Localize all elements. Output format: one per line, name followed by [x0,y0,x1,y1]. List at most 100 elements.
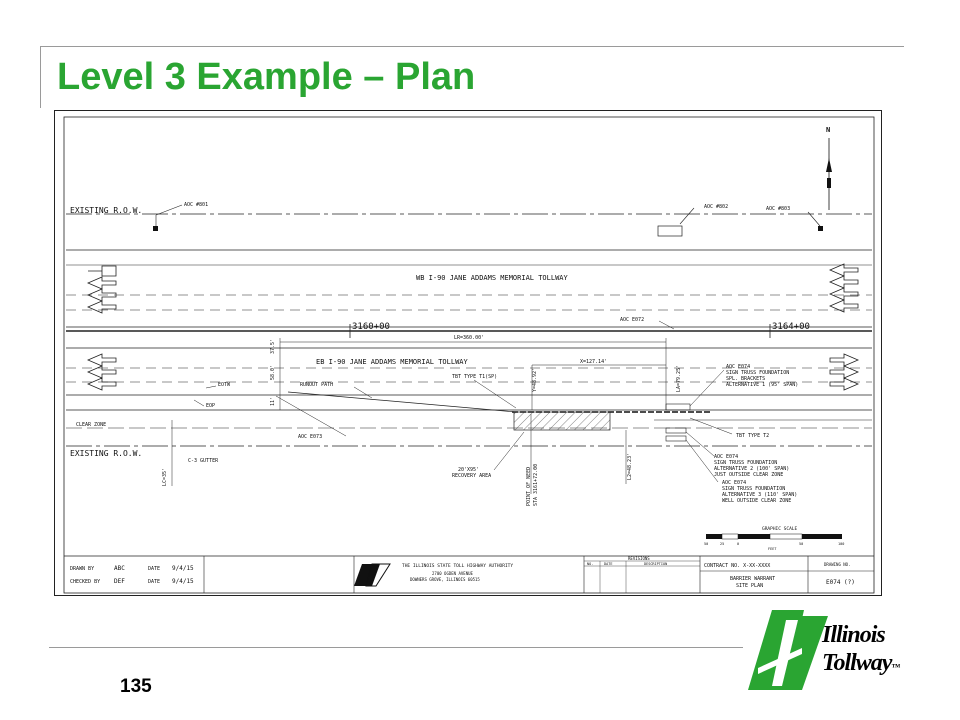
tollway-small-logo-icon [354,563,391,587]
aoc-803-label: AOC #803 [766,206,790,212]
authority-address-1: 2700 OGDEN AVENUE [432,571,474,576]
station-3164-label: 3164+00 [772,322,810,332]
aoc-e074-a-block: AOC E074 SIGN TRUSS FOUNDATION SPL. BRAC… [726,364,798,388]
sheet-title-2: SITE PLAN [736,583,763,589]
sign-truss-1-marker [665,403,691,411]
dim-la-label: LA=79.25' [676,365,682,392]
aoc-e074-a-line: SPL. BRACKETS [726,376,765,382]
scale-unit-label: FEET [768,547,777,551]
drawn-by-value: ABC [114,565,125,572]
dim-58-label: 58.0' [270,365,276,380]
aoc-e074-b-block: AOC E074 SIGN TRUSS FOUNDATION ALTERNATI… [714,454,792,478]
recovery-area-label: RECOVERY AREA [452,473,491,479]
x-dimension-label: X=127.14' [580,359,607,365]
point-of-need-label: POINT OF NEED [526,467,532,506]
eotw-label: EOTW [218,382,231,388]
slide-frame-left [40,46,41,108]
logo-word-illinois: Illinois [822,622,886,648]
sign-truss-3-marker [665,435,687,442]
graphic-scale-label: GRAPHIC SCALE [762,526,798,532]
logo-word-tollway-line: Tollway™ [822,650,900,677]
c3-gutter-label: C-3 GUTTER [188,458,219,464]
tollway-mark-icon [748,610,828,690]
aoc-801-marker [153,226,158,231]
authority-address-2: DOWNERS GROVE, ILLINOIS 60515 [410,577,480,582]
aoc-e074-b-line: SIGN TRUSS FOUNDATION [714,460,777,466]
aoc-802-marker [657,225,683,237]
eb-road-label: EB I-90 JANE ADDAMS MEMORIAL TOLLWAY [316,358,469,366]
wb-direction-arrows [86,265,117,314]
illinois-tollway-logo: Illinois Tollway™ [742,606,918,694]
revisions-no-header: NO. [587,562,593,566]
aoc-e074-c-line: AOC E074 [722,480,746,486]
aoc-803-marker [818,226,823,231]
aoc-e073-label: AOC E073 [298,434,322,440]
page-number: 135 [120,676,152,697]
drawn-date-value: 9/4/15 [172,565,194,572]
graphic-scale-bar [706,533,842,540]
plan-drawing: N EXISTING R.O.W. AOC #801 AOC #802 AOC … [54,110,882,596]
revisions-date-header: DATE [604,562,612,566]
aoc-801-label: AOC #801 [184,202,208,208]
checked-date-value: 9/4/15 [172,578,194,585]
drawing-outer-border [54,110,882,596]
recovery-area-box [513,411,611,431]
dim-y-label: Y=48.92' [532,368,538,392]
aoc-e074-b-line: ALTERNATIVE 2 (100' SPAN) [714,466,789,472]
runout-path-line [287,391,517,413]
logo-word-tollway: Tollway [822,650,892,676]
checked-by-label: CHECKED BY [70,579,100,585]
eop-label: EOP [206,403,215,409]
tbt-t2-label: TBT TYPE T2 [736,433,769,439]
contract-number: CONTRACT NO. X-XX-XXXX [704,563,770,569]
drawing-inner-border [63,116,875,594]
aoc-802-label: AOC #802 [704,204,728,210]
aoc-e074-c-line: WELL OUTSIDE CLEAR ZONE [722,498,791,504]
aoc-e074-a-line: ALTERNATIVE 1 (95' SPAN) [726,382,798,388]
row-bottom-label: EXISTING R.O.W. [70,449,142,458]
checked-date-label: DATE [148,579,160,585]
runout-path-label: RUNOUT PATH [300,382,333,388]
wb-road-label: WB I-90 JANE ADDAMS MEMORIAL TOLLWAY [416,274,569,282]
lr-label: LR=360.00' [454,335,484,341]
drawn-date-label: DATE [148,566,160,572]
revisions-header: REVISIONS [628,556,650,561]
dim-11-label: 11' [270,397,276,406]
sign-truss-2-marker [665,427,687,434]
tbt-t1-label: TBT TYPE T1(SP) [452,374,497,380]
revisions-desc-header: DESCRIPTION [644,562,667,566]
aoc-e074-b-line: AOC E074 [714,454,738,460]
slide-title: Level 3 Example – Plan [57,56,476,98]
wb-direction-arrows-right [828,263,859,313]
eb-direction-arrows-right [829,353,860,391]
dim-37-label: 37.5' [270,339,276,354]
drawing-no-label: DRAWING NO. [824,562,851,567]
dim-lc-label: LC=35' [162,468,168,486]
north-arrow-icon [826,138,832,210]
aoc-e072-label: AOC E072 [620,317,644,323]
aoc-e074-b-line: JUST OUTSIDE CLEAR ZONE [714,472,783,478]
footer-divider [49,647,743,648]
sheet-title-1: BARRIER WARRANT [730,576,775,582]
scale-tick: 100 [838,542,844,546]
point-of-need-station: STA 3161+72.00 [533,464,539,506]
drawn-by-label: DRAWN BY [70,566,94,572]
scale-tick: 25 [720,542,724,546]
drawing-no-value: E074 (?) [826,579,855,586]
checked-by-value: DEF [114,578,125,585]
north-label: N [826,126,830,134]
aoc-e074-c-line: SIGN TRUSS FOUNDATION [722,486,785,492]
scale-tick: 0 [737,542,739,546]
authority-name: THE ILLINOIS STATE TOLL HIGHWAY AUTHORIT… [402,563,513,569]
dim-l2-label: L2=48.23' [627,453,633,480]
clear-zone-label: CLEAR ZONE [76,422,106,428]
recovery-area-size: 20'X95' [458,467,479,473]
aoc-e074-c-block: AOC E074 SIGN TRUSS FOUNDATION ALTERNATI… [722,480,800,504]
row-top-label: EXISTING R.O.W. [70,206,142,215]
slide-frame-top [40,46,904,47]
station-3160-label: 3160+00 [352,322,390,332]
scale-tick: 50 [704,542,708,546]
aoc-e074-a-line: AOC E074 [726,364,750,370]
scale-tick: 50 [799,542,803,546]
logo-trademark: ™ [891,662,900,672]
